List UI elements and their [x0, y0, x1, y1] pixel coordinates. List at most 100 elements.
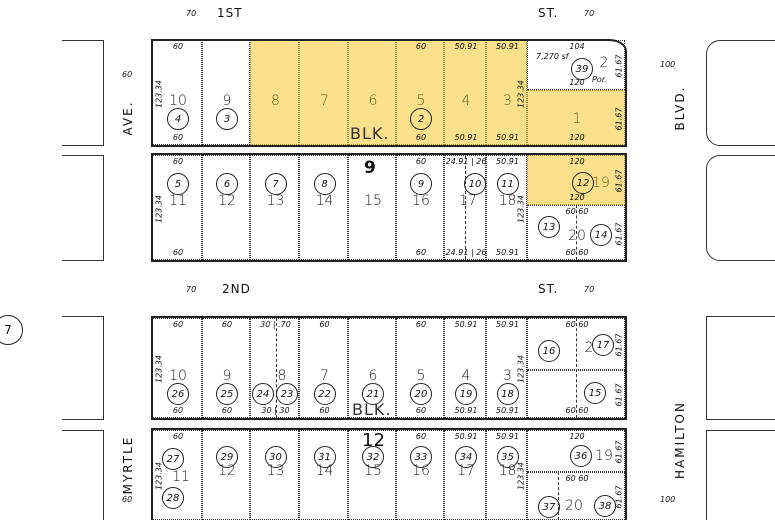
parcel-number-circle[interactable]: 12	[572, 172, 594, 194]
lot-dimension-top: 60	[415, 157, 427, 166]
parcel-number-circle[interactable]: 14	[590, 224, 612, 246]
block-9-south-outline	[151, 153, 627, 262]
parcel-number-circle[interactable]: 4	[167, 108, 189, 130]
parcel-number-circle[interactable]: 29	[216, 446, 238, 468]
parcel-number-circle[interactable]: 17	[592, 334, 614, 356]
parcel-number-circle[interactable]: 10	[464, 173, 486, 195]
parcel-number-circle[interactable]: 37	[538, 496, 560, 518]
parcel-number-circle[interactable]: 38	[594, 495, 616, 517]
lot-number: 12	[218, 193, 236, 209]
parcel-number-circle[interactable]: 24	[252, 383, 274, 405]
lot-dimension-top: 50.91	[496, 432, 519, 441]
parcel-number-circle[interactable]: 6	[216, 173, 238, 195]
parcel-number-circle[interactable]: 33	[410, 446, 432, 468]
parcel-number-circle[interactable]: 31	[313, 446, 336, 468]
street-ave: AVE.	[121, 100, 135, 136]
parcel-number-circle[interactable]: 30	[264, 446, 287, 468]
parcel-number-circle[interactable]: 15	[584, 382, 606, 404]
parcel-number-circle[interactable]: 18	[496, 383, 519, 405]
lot-number: 7	[320, 93, 329, 109]
lot-number: 20	[568, 228, 586, 244]
external-parcel-circle[interactable]: 7	[0, 315, 23, 345]
lot-dimension-top: 60	[415, 432, 427, 441]
lot-number: 14	[315, 193, 334, 209]
lot-dimension-top: 50.91	[496, 157, 519, 166]
parcel-number-circle[interactable]: 13	[538, 216, 560, 238]
parcel-number-circle[interactable]: 22	[313, 383, 336, 405]
parcel-number-circle[interactable]: 36	[570, 445, 592, 467]
street-hamilton: HAMILTON	[673, 401, 687, 479]
parcel-number-circle[interactable]: 39	[571, 58, 593, 80]
lot-number: 5	[416, 93, 426, 109]
street-width: 70	[186, 9, 197, 18]
parcel-number-circle[interactable]: 35	[496, 446, 519, 468]
parcel-number-circle[interactable]: 8	[313, 173, 336, 195]
lot-b9s-15[interactable]: 15	[348, 155, 396, 260]
lot-number: 19	[592, 175, 610, 191]
lot-split-line	[576, 318, 577, 418]
parcel-number-circle[interactable]: 21	[362, 383, 384, 405]
parcel-number-circle[interactable]: 34	[455, 446, 477, 468]
lot-dimension-bottom: 60	[415, 133, 427, 142]
block-9-north-outline	[151, 39, 627, 147]
parcel-number-circle[interactable]: 5	[167, 173, 189, 195]
parcel-number-circle[interactable]: 16	[538, 340, 560, 362]
lot-dimension-bottom: 24.91 | 26	[445, 248, 487, 257]
lot-number: 3	[503, 368, 512, 384]
lot-dimension-top: 60	[172, 432, 184, 441]
lot-dimension-bottom: 120	[569, 78, 585, 87]
parcel-number-circle[interactable]: 19	[455, 383, 477, 405]
block-9-number: 9	[364, 158, 376, 178]
parcel-number-circle[interactable]: 27	[162, 448, 184, 470]
parcel-number-circle[interactable]: 25	[216, 383, 238, 405]
parcel-number-circle[interactable]: 3	[216, 108, 238, 130]
lot-b9n-6[interactable]: 6	[348, 40, 396, 145]
parcel-number-circle[interactable]: 11	[496, 173, 519, 195]
lot-number: 11	[172, 469, 190, 485]
lot-b9n-8[interactable]: 8	[250, 40, 299, 145]
parcel-number-circle[interactable]: 2	[410, 108, 432, 130]
parcel-number-circle[interactable]: 28	[162, 487, 184, 509]
lot-dimension-bottom: 120	[569, 133, 585, 142]
lot-dimension-bottom: 50.91	[454, 133, 478, 142]
parcel-number-circle[interactable]: 26	[167, 383, 189, 405]
lot-dimension-top: 50.91	[454, 320, 478, 329]
street-width: 70	[186, 285, 197, 294]
parcel-number-circle[interactable]: 9	[410, 173, 432, 195]
lot-split-line	[576, 205, 577, 260]
parcel-number-circle[interactable]: 7	[264, 173, 287, 195]
lot-number: 9	[222, 368, 232, 384]
east-block	[706, 40, 775, 146]
parcel-number-circle[interactable]: 20	[410, 383, 432, 405]
lot-number: 15	[364, 193, 382, 209]
lot-number: 8	[277, 368, 287, 384]
lot-dimension-top: 60 60	[565, 474, 589, 483]
parcel-number-circle[interactable]: 32	[362, 446, 384, 468]
lot-dimension-top: 104	[569, 42, 585, 51]
lot-number: 1	[572, 111, 582, 127]
